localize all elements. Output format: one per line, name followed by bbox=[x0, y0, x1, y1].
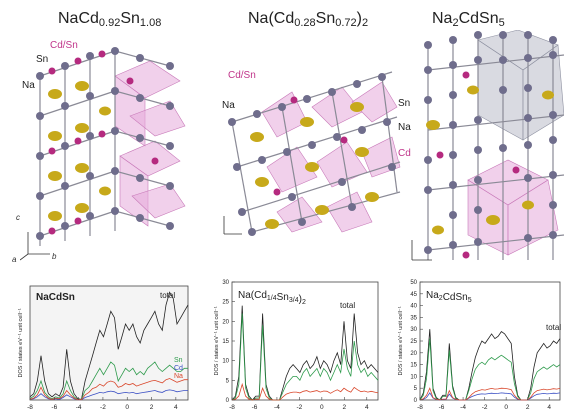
sn-atoms-2 bbox=[228, 73, 396, 236]
dos-plot-nacdsn: -8 -6 -4 -2 0 2 4 DOS / states eV⁻¹ unit cell⁻¹… bbox=[18, 285, 189, 411]
y-tick-label: 5 bbox=[414, 386, 418, 392]
x-tick-label: -6 bbox=[252, 404, 258, 411]
x-tick-label: -4 bbox=[76, 404, 82, 411]
polyhedra-2 bbox=[261, 81, 401, 233]
y-tick-label: 20 bbox=[222, 319, 229, 325]
x-tick-label: 4 bbox=[547, 404, 551, 411]
x-tick-label: 2 bbox=[342, 404, 346, 411]
cd-atoms-3 bbox=[436, 71, 520, 259]
cd-atoms-2 bbox=[273, 96, 348, 196]
x-tick-label: -2 bbox=[482, 404, 488, 411]
series-line-2 bbox=[231, 382, 379, 401]
series-line-3 bbox=[419, 387, 561, 401]
series-line-2 bbox=[29, 389, 188, 401]
plot-title: Na2CdSn5 bbox=[426, 290, 472, 304]
plot-frame bbox=[419, 281, 561, 401]
y-tick-label: 10 bbox=[222, 359, 229, 365]
plot-title: NaCdSn bbox=[36, 292, 75, 303]
y-tick-label: 25 bbox=[222, 300, 229, 306]
crystal-structure-2 bbox=[223, 71, 401, 236]
series-label-cd: Cd bbox=[174, 365, 183, 372]
series-label-sn: Sn bbox=[174, 357, 183, 364]
y-axis-label: DOS / states eV⁻¹ unit cell⁻¹ bbox=[214, 306, 220, 375]
y-tick-label: 15 bbox=[222, 339, 229, 345]
sn-atoms-3 bbox=[424, 31, 557, 254]
panel3-title: Na2CdSn5 bbox=[432, 10, 505, 29]
cd-atoms-1 bbox=[48, 50, 159, 235]
x-tick-label: -6 bbox=[51, 404, 57, 411]
axis-c-1: c bbox=[16, 213, 20, 222]
x-tick-label: -8 bbox=[27, 404, 33, 411]
y-tick-label: 35 bbox=[410, 315, 417, 321]
sn-atoms-1 bbox=[36, 47, 174, 240]
y-tick-label: 30 bbox=[410, 327, 417, 333]
x-tick-label: 4 bbox=[174, 404, 178, 411]
x-tick-label: -2 bbox=[100, 404, 106, 411]
crystal-structure-3 bbox=[411, 30, 564, 261]
label-sn-1: Sn bbox=[36, 54, 49, 65]
na-atoms-2 bbox=[250, 102, 379, 229]
label-cd-3: Cd bbox=[398, 148, 411, 159]
y-tick-label: 30 bbox=[222, 280, 229, 286]
y-tick-label: 0 bbox=[226, 398, 230, 404]
y-tick-label: 0 bbox=[414, 398, 418, 404]
x-tick-label: -4 bbox=[460, 404, 466, 411]
axes-3 bbox=[411, 240, 432, 261]
axis-a-1: a bbox=[12, 255, 17, 264]
panel1-title: NaCd0.92Sn1.08 bbox=[58, 10, 162, 29]
series-line-0 bbox=[29, 291, 189, 400]
label-cdsn-2: Cd/Sn bbox=[228, 70, 256, 81]
crystal-structure-1 bbox=[20, 47, 186, 261]
axis-b-1: b bbox=[52, 252, 57, 261]
x-tick-label: 0 bbox=[504, 404, 508, 411]
x-tick-label: 2 bbox=[526, 404, 530, 411]
series-line-1 bbox=[419, 338, 561, 401]
series-line-0 bbox=[231, 305, 379, 401]
na-atoms-3 bbox=[426, 85, 554, 235]
series-line-1 bbox=[231, 313, 379, 401]
x-tick-label: 0 bbox=[320, 404, 324, 411]
x-tick-label: -6 bbox=[439, 404, 445, 411]
series-label-total: total bbox=[340, 301, 355, 310]
y-tick-label: 10 bbox=[410, 374, 417, 380]
y-tick-label: 25 bbox=[410, 339, 417, 345]
label-na-1: Na bbox=[22, 80, 35, 91]
series-line-0 bbox=[419, 329, 561, 401]
axes-2 bbox=[223, 216, 242, 235]
series-line-3 bbox=[29, 378, 188, 401]
plot-frame bbox=[29, 285, 189, 401]
series-label-total: total bbox=[546, 323, 561, 332]
label-sn-3: Sn bbox=[398, 98, 411, 109]
plot-frame bbox=[231, 281, 379, 401]
series-label-na: Na bbox=[174, 373, 183, 380]
series-label-total: total bbox=[160, 291, 175, 300]
na-atoms-1 bbox=[48, 81, 111, 221]
polyhedra-1 bbox=[114, 60, 186, 227]
label-na-3: Na bbox=[398, 122, 411, 133]
x-tick-label: 2 bbox=[150, 404, 154, 411]
plot-title: Na(Cd1/4Sn3/4)2 bbox=[238, 290, 306, 306]
x-tick-label: 0 bbox=[125, 404, 129, 411]
x-tick-label: 4 bbox=[365, 404, 369, 411]
x-tick-label: -8 bbox=[229, 404, 235, 411]
y-tick-label: 40 bbox=[410, 304, 417, 310]
y-tick-label: 15 bbox=[410, 363, 417, 369]
x-tick-label: -4 bbox=[274, 404, 280, 411]
x-tick-label: -2 bbox=[296, 404, 302, 411]
axes-1 bbox=[20, 232, 50, 261]
label-cdsn-1: Cd/Sn bbox=[50, 40, 78, 51]
x-tick-label: -8 bbox=[417, 404, 423, 411]
series-line-1 bbox=[29, 361, 188, 400]
y-tick-label: 5 bbox=[226, 378, 230, 384]
y-tick-label: 45 bbox=[410, 292, 417, 298]
y-tick-label: 20 bbox=[410, 351, 417, 357]
y-tick-label: 50 bbox=[410, 280, 417, 286]
panel2-title: Na(Cd0.28Sn0.72)2 bbox=[248, 10, 369, 29]
y-axis-label: DOS / states eV⁻¹ unit cell⁻¹ bbox=[18, 308, 24, 377]
y-axis-label: DOS / states eV⁻¹ unit cell⁻¹ bbox=[398, 306, 404, 375]
label-na-2: Na bbox=[222, 100, 235, 111]
